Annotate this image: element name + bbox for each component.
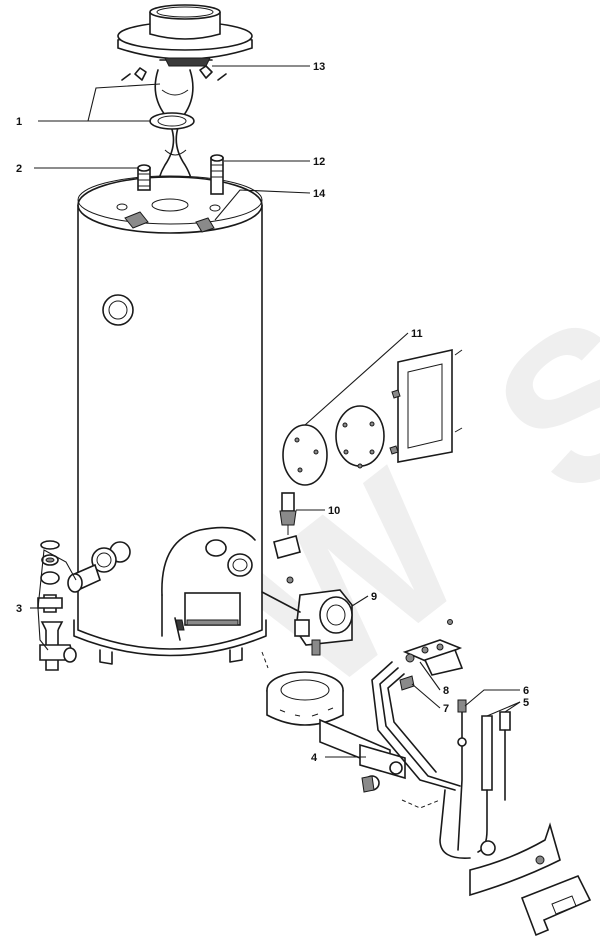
svg-text:12: 12 <box>313 156 325 168</box>
part-7-pilot-tube <box>371 661 461 791</box>
svg-text:9: 9 <box>371 591 377 603</box>
callout-6: 6 <box>464 685 529 707</box>
callout-14: 14 <box>214 188 326 221</box>
callout-4: 4 <box>311 752 366 764</box>
svg-text:2: 2 <box>16 163 22 175</box>
part-12-outlet-nipple <box>210 154 224 195</box>
callout-5: 5 <box>486 697 529 717</box>
part-2-inlet-nipple <box>137 164 151 191</box>
callout-13: 13 <box>212 61 325 73</box>
svg-text:7: 7 <box>443 703 449 715</box>
svg-text:3: 3 <box>16 603 22 615</box>
callout-7: 7 <box>411 683 449 715</box>
inner-door-shield <box>469 822 561 897</box>
callout-1: 1 <box>16 83 161 128</box>
combustion-chamber-opening <box>161 526 256 641</box>
gas-line-dashed <box>261 651 269 669</box>
svg-text:11: 11 <box>411 328 423 340</box>
svg-text:6: 6 <box>523 685 529 697</box>
svg-text:4: 4 <box>311 752 318 764</box>
part-13-draft-hood-fasteners <box>121 57 227 81</box>
svg-text:8: 8 <box>443 685 449 697</box>
svg-text:13: 13 <box>313 61 325 73</box>
part-10-fitting <box>273 492 301 584</box>
part-5-thermocouple <box>439 711 511 859</box>
inlet-fitting <box>67 541 131 593</box>
part-9-gas-control-valve <box>261 589 353 656</box>
svg-text:1: 1 <box>16 116 22 128</box>
callout-11: 11 <box>304 328 423 426</box>
flue-hood <box>117 4 253 60</box>
callout-9: 9 <box>351 591 377 607</box>
callout-2: 2 <box>16 163 138 175</box>
svg-text:14: 14 <box>313 188 326 200</box>
svg-text:5: 5 <box>523 697 529 709</box>
callout-8: 8 <box>419 661 449 697</box>
callout-3: 3 <box>16 549 77 651</box>
tank-port-ring <box>102 294 134 326</box>
svg-text:10: 10 <box>328 505 340 517</box>
part-11-access-cover <box>282 349 463 486</box>
part-8-pilot-assembly <box>402 619 464 676</box>
callout-12: 12 <box>224 156 325 168</box>
outer-door-shield <box>520 874 592 937</box>
part-3-drain-valve-assembly <box>37 540 77 671</box>
pilot-line-dashed <box>401 799 441 809</box>
part-6-igniter <box>457 699 467 851</box>
callout-10: 10 <box>296 505 340 517</box>
water-heater-tank <box>73 175 267 665</box>
part-4-burner-assembly <box>266 671 406 793</box>
